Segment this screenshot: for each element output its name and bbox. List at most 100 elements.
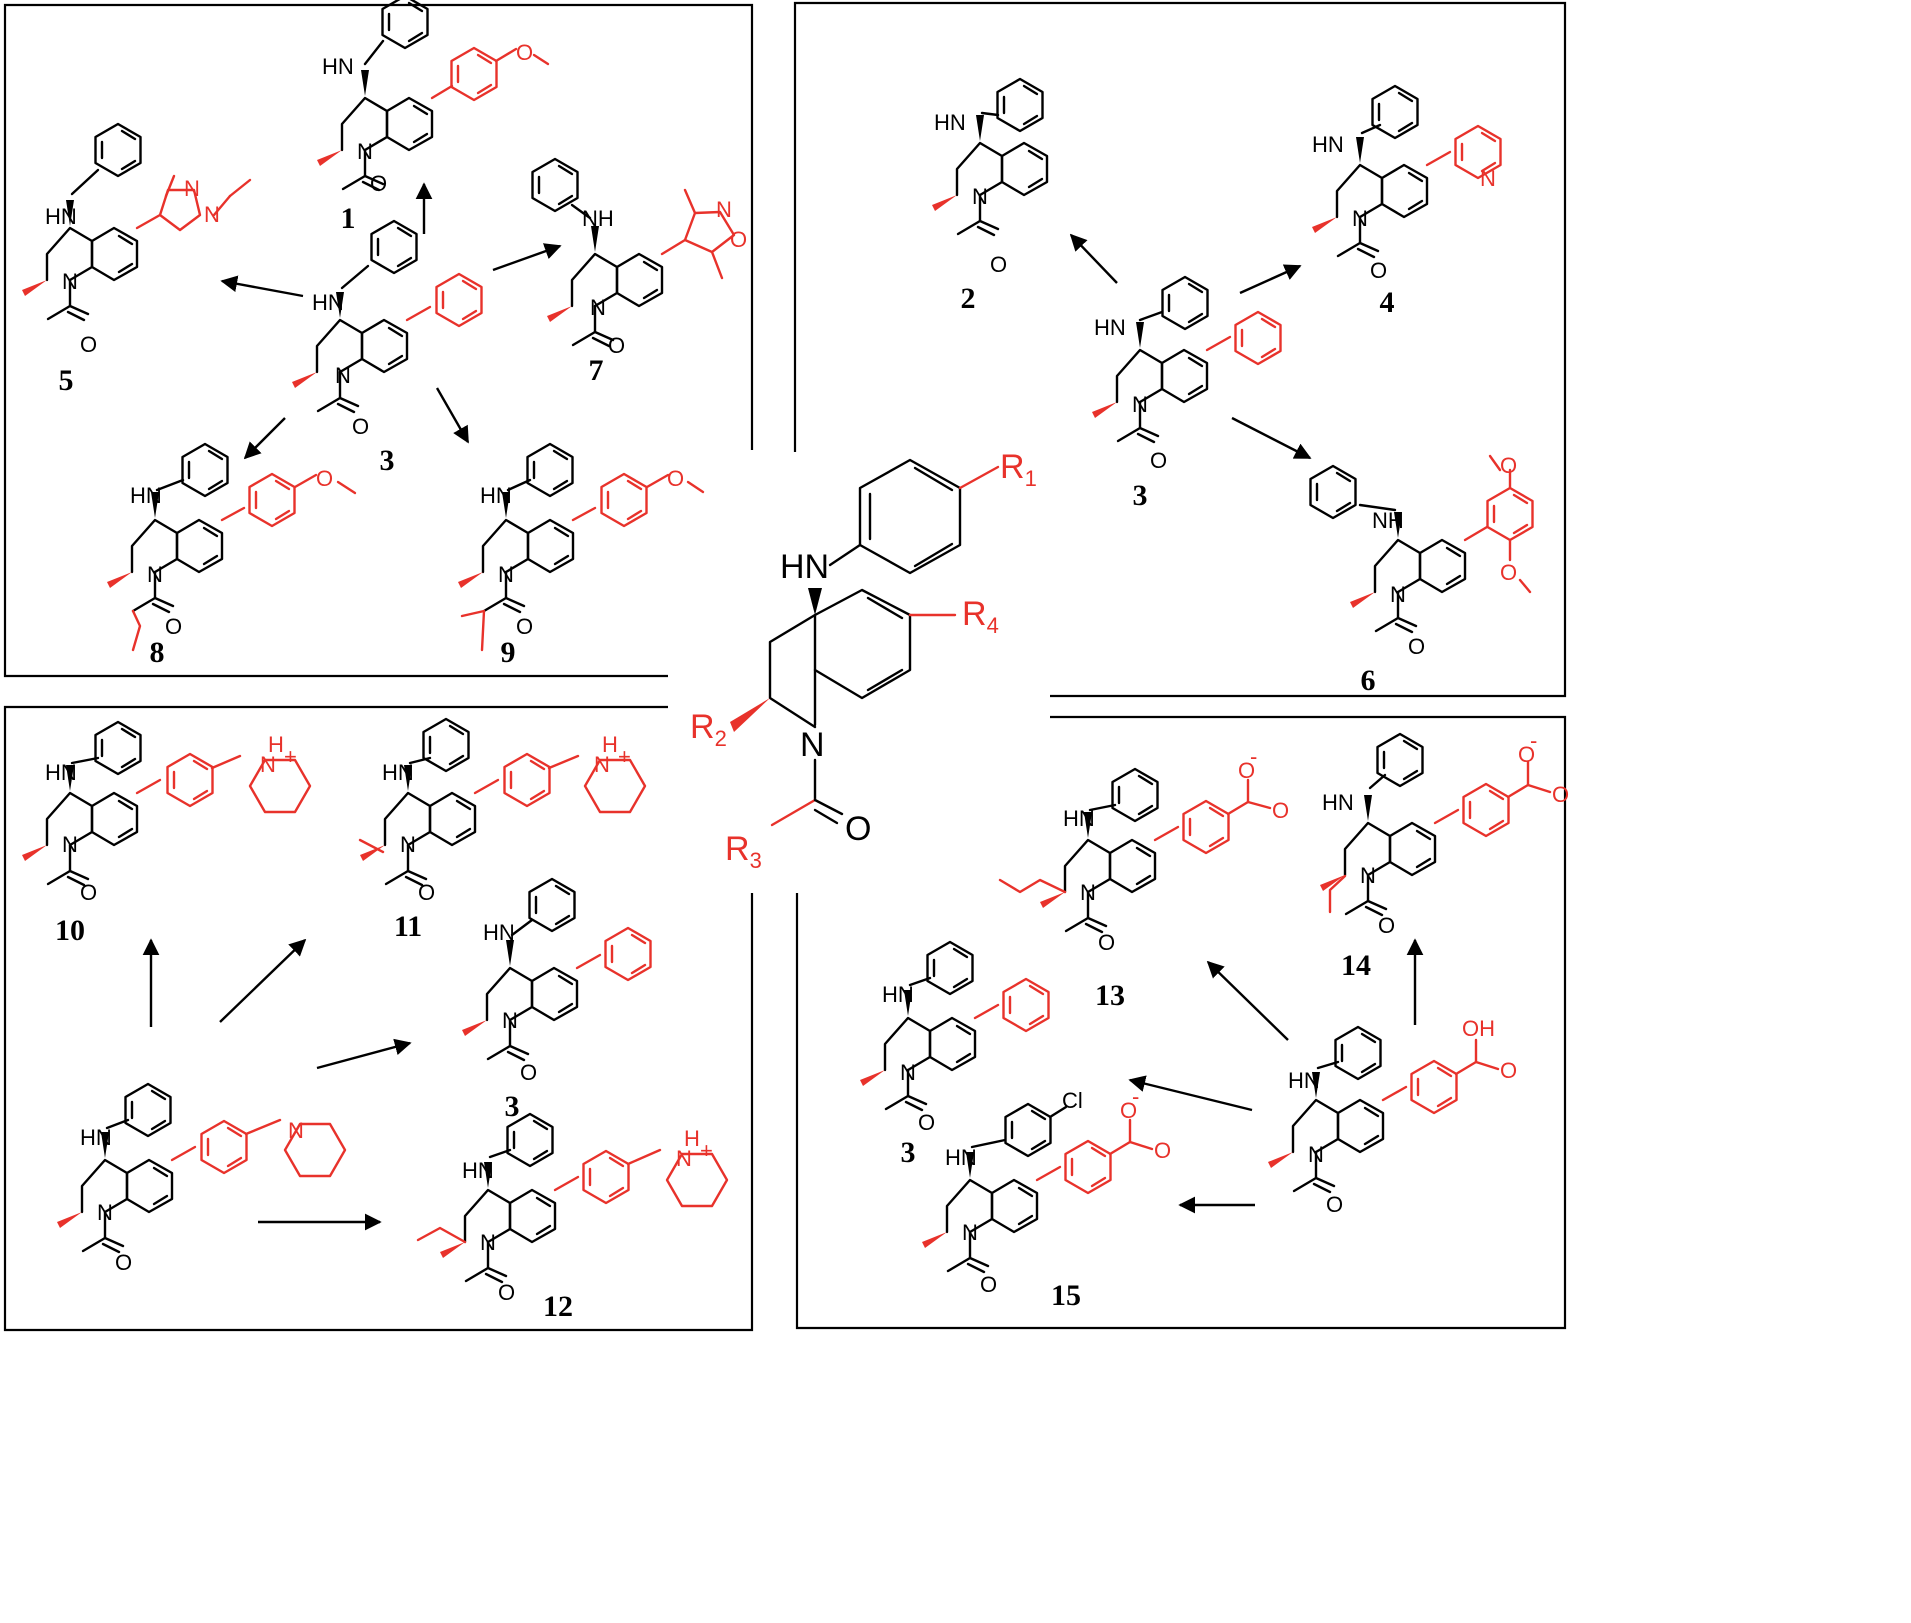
svg-text:N: N (62, 832, 78, 857)
compound-9: HN N O O 9 (456, 442, 705, 669)
svg-text:H: H (268, 732, 284, 757)
compound-label-3-a: 3 (380, 444, 395, 477)
svg-text:OH: OH (1462, 1016, 1495, 1041)
svg-text:O: O (1408, 634, 1425, 659)
svg-text:N: N (502, 1008, 518, 1033)
svg-text:O: O (1370, 258, 1387, 283)
svg-text:O: O (845, 810, 871, 848)
svg-text:HN: HN (1312, 132, 1344, 157)
svg-text:N: N (97, 1200, 113, 1225)
svg-text:H: H (684, 1126, 700, 1151)
svg-text:O: O (1500, 453, 1517, 478)
svg-text:HN: HN (1322, 790, 1354, 815)
svg-text:R2: R2 (690, 708, 727, 751)
compound-4: HN N O N 4 (1310, 84, 1502, 319)
svg-text:N: N (1360, 863, 1376, 888)
svg-text:O: O (520, 1060, 537, 1085)
svg-text:O: O (516, 614, 533, 639)
compound-label-1: 1 (341, 202, 356, 235)
compound-1: HN N O O 1 (315, 0, 550, 235)
svg-text:HN: HN (382, 760, 414, 785)
compound-14: HN N O O - O 14 (1318, 728, 1569, 982)
svg-text:O: O (1500, 1058, 1517, 1083)
svg-text:O: O (990, 252, 1007, 277)
svg-text:N: N (480, 1230, 496, 1255)
compound-label-14: 14 (1341, 949, 1371, 982)
compound-label-5: 5 (59, 364, 74, 397)
compound-5: HN N O N N 5 (20, 122, 252, 397)
compound-label-8: 8 (150, 636, 165, 669)
compound-7: NH N O N O 7 (531, 157, 747, 387)
compound-3-b: HN N O 3 (1090, 275, 1282, 512)
svg-text:N: N (184, 176, 200, 201)
svg-text:O: O (1238, 758, 1255, 783)
svg-text:O: O (115, 1250, 132, 1275)
svg-text:HN: HN (130, 483, 162, 508)
svg-text:-: - (1250, 744, 1257, 769)
svg-text:Cl: Cl (1062, 1088, 1083, 1113)
svg-text:NH: NH (582, 206, 614, 231)
svg-text:N: N (972, 184, 988, 209)
svg-text:HN: HN (882, 982, 914, 1007)
compound-13: HN N O O - O 13 (998, 744, 1289, 1012)
svg-text:O: O (352, 414, 369, 439)
svg-text:O: O (316, 466, 333, 491)
compound-15: HN Cl N O O - O 15 (920, 1084, 1171, 1312)
svg-text:N: N (716, 197, 732, 222)
svg-text:N: N (1080, 880, 1096, 905)
reaction-arrows (142, 182, 1424, 1231)
svg-text:N: N (147, 562, 163, 587)
svg-text:N: N (62, 269, 78, 294)
compound-label-3-c: 3 (505, 1090, 520, 1123)
svg-text:N: N (1352, 206, 1368, 231)
svg-text:+: + (284, 744, 297, 769)
svg-text:O: O (1500, 560, 1517, 585)
svg-text:N: N (1390, 582, 1406, 607)
svg-text:N: N (335, 363, 351, 388)
svg-text:HN: HN (322, 54, 354, 79)
svg-text:NH: NH (1372, 508, 1404, 533)
svg-text:O: O (1518, 742, 1535, 767)
svg-text:+: + (700, 1138, 713, 1163)
compound-label-9: 9 (501, 636, 516, 669)
svg-text:HN: HN (45, 204, 77, 229)
compound-3-d: HN N O 3 (858, 940, 1050, 1169)
compound-6: NH N O O O 6 (1309, 453, 1534, 697)
svg-text:O: O (1378, 913, 1395, 938)
core-scaffold: HN N O R1 R4 R2 R3 (690, 448, 1037, 873)
compound-11: HN N O N H + 11 (358, 717, 647, 943)
svg-text:N: N (594, 752, 610, 777)
svg-text:R4: R4 (962, 595, 999, 638)
compound-3-c: HN N O 3 (460, 877, 652, 1123)
compound-2: HN N O 2 (930, 77, 1049, 315)
svg-text:N: N (900, 1060, 916, 1085)
panel-boxes (3, 1, 1567, 1332)
svg-text:O: O (418, 880, 435, 905)
compound-label-6: 6 (1361, 664, 1376, 697)
svg-text:O: O (1120, 1098, 1137, 1123)
svg-text:HN: HN (483, 920, 515, 945)
svg-text:N: N (1480, 166, 1496, 191)
svg-text:N: N (498, 562, 514, 587)
svg-text:O: O (370, 171, 387, 196)
svg-text:HN: HN (312, 290, 344, 315)
svg-text:HN: HN (45, 760, 77, 785)
svg-text:O: O (1272, 798, 1289, 823)
svg-text:N: N (962, 1220, 978, 1245)
svg-text:HN: HN (480, 483, 512, 508)
svg-text:O: O (516, 40, 533, 65)
compound-label-13: 13 (1095, 979, 1125, 1012)
svg-text:O: O (1552, 782, 1569, 807)
svg-text:N: N (260, 752, 276, 777)
svg-text:H: H (602, 732, 618, 757)
svg-text:N: N (204, 202, 220, 227)
svg-text:HN: HN (1063, 806, 1095, 831)
svg-text:-: - (1132, 1084, 1139, 1109)
compound-8: HN N O O 8 (105, 442, 357, 669)
svg-text:-: - (1530, 728, 1537, 753)
svg-text:O: O (1154, 1138, 1171, 1163)
compound-label-2: 2 (961, 282, 976, 315)
svg-text:R1: R1 (1000, 448, 1037, 491)
compound-label-7: 7 (589, 354, 604, 387)
